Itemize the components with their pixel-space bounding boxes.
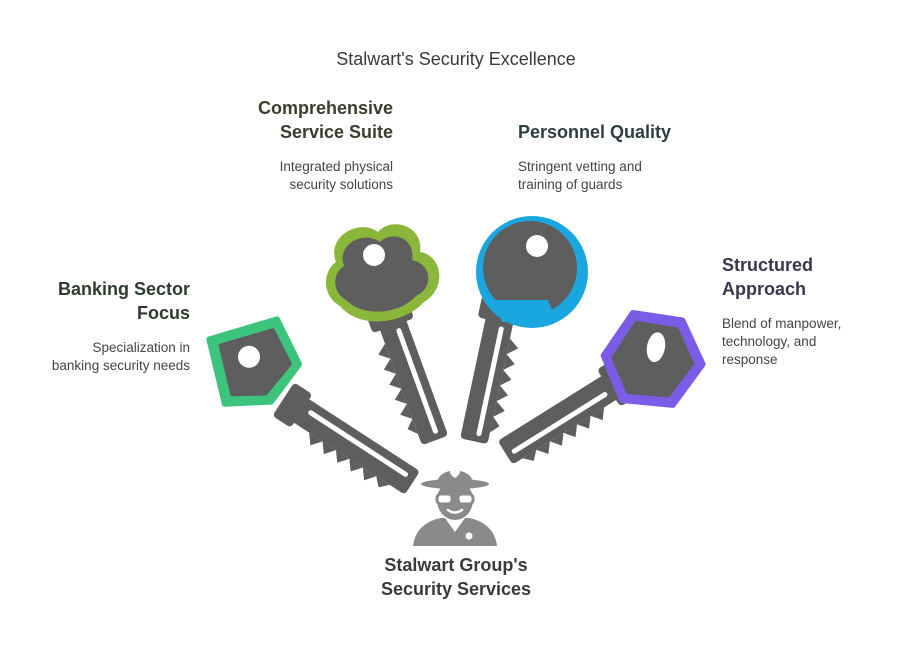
personnel-key-blade	[460, 311, 514, 444]
banking-key-groove	[308, 410, 408, 477]
banking-key-blade	[288, 396, 419, 494]
structured-key-head	[600, 310, 706, 408]
structured-key-teeth	[522, 407, 605, 461]
diagram-title: Stalwart's Security Excellence	[336, 49, 576, 69]
banking-key	[273, 383, 419, 494]
suite-key-head	[325, 224, 440, 322]
personnel-key-hole	[526, 235, 548, 257]
center-label: Stalwart Group's Security Services	[380, 555, 532, 599]
personnel-key-groove	[476, 326, 504, 437]
personnel-key-teeth	[489, 338, 519, 433]
personnel-title: Personnel Quality	[518, 122, 672, 142]
banking-key-head	[206, 316, 303, 407]
suite-key-teeth	[378, 343, 418, 434]
banking-key-shoulder	[273, 383, 312, 427]
banking-key-teeth	[309, 432, 390, 488]
personnel-key-head	[476, 216, 588, 328]
suite-key-groove	[396, 328, 438, 434]
structured-key-groove	[511, 392, 608, 454]
banking-key-hole	[238, 345, 261, 368]
suite-key-hole	[363, 244, 385, 266]
structured-key-hole	[646, 332, 666, 363]
security-guard-icon	[413, 469, 497, 546]
